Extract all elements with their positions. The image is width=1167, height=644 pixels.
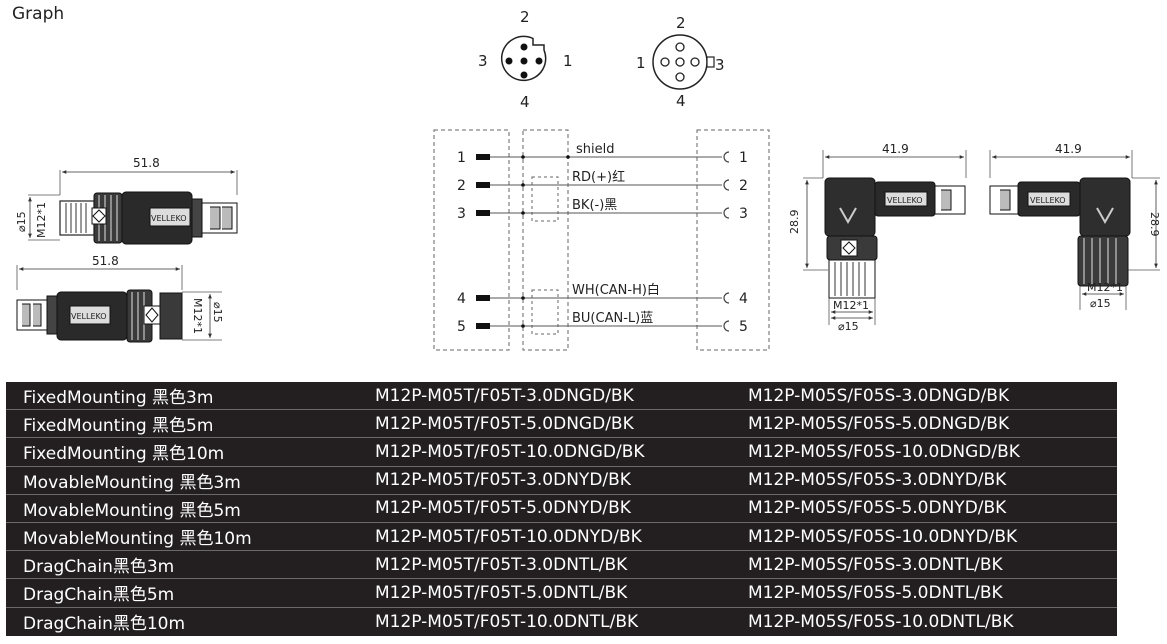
wiring-diagram	[433, 129, 770, 351]
table-row: FixedMounting 黑色3m M12P-M05T/F05T-3.0DNG…	[6, 382, 1117, 411]
angled-height-label-1: 28.9	[788, 210, 801, 235]
straight-connector-female: 51.8 M12*1 ⌀15 VELLEKO	[16, 254, 224, 343]
cell-male-part: M12P-M05T/F05T-3.0DNGD/BK	[375, 385, 634, 406]
straight-connector-male: 51.8 ⌀15 M12*1 VELLEKO	[15, 156, 238, 245]
male-pin-label-bottom: 4	[520, 93, 530, 111]
angled-thread-label-1: M12*1	[833, 299, 869, 312]
brand-label-2: VELLEKO	[71, 312, 107, 321]
wire-label-red: RD(+)红	[572, 169, 625, 185]
wire-label-black: BK(-)黑	[572, 198, 617, 213]
technical-drawing: 2 3 1 4 2 1 3 4	[15, 8, 1161, 351]
right-pin-3: 3	[739, 206, 748, 222]
cell-male-part: M12P-M05T/F05T-5.0DNYD/BK	[375, 498, 631, 519]
male-pin-diagram: 2 3 1 4	[478, 8, 573, 111]
cell-female-part: M12P-M05S/F05S-3.0DNGD/BK	[748, 385, 1010, 406]
cell-female-part: M12P-M05S/F05S-5.0DNTL/BK	[748, 582, 1003, 603]
wire-labels: shield RD(+)红 BK(-)黑 WH(CAN-H)白 BU(CAN-L…	[572, 142, 660, 326]
left-pin-4: 4	[457, 291, 466, 307]
wiring-right-sockets	[723, 151, 730, 332]
table-row: MovableMounting 黑色5m M12P-M05T/F05T-5.0D…	[6, 495, 1117, 523]
thread-label-2: M12*1	[191, 298, 204, 334]
table-row: DragChain黑色10m M12P-M05T/F05T-10.0DNTL/B…	[6, 608, 1117, 636]
brand-label-3: VELLEKO	[887, 196, 923, 205]
part-number-table: FixedMounting 黑色3m M12P-M05T/F05T-3.0DNG…	[6, 382, 1117, 636]
angled-connector-male: 41.9 28.9 VELLEKO M12*1 ⌀15	[788, 142, 967, 333]
cell-female-part: M12P-M05S/F05S-5.0DNYD/BK	[748, 498, 1007, 519]
table-row: FixedMounting 黑色5m M12P-M05T/F05T-5.0DNG…	[6, 410, 1117, 439]
wire-label-shield: shield	[576, 142, 615, 157]
straight-diameter-label-2: ⌀15	[211, 302, 224, 323]
cell-description: DragChain黑色10m	[23, 614, 186, 635]
cell-female-part: M12P-M05S/F05S-5.0DNGD/BK	[748, 413, 1010, 434]
angled-height-label-2: 28.9	[1148, 212, 1161, 237]
cell-female-part: M12P-M05S/F05S-3.0DNTL/BK	[748, 554, 1003, 575]
wiring-lines	[490, 156, 722, 327]
male-pin-label-left: 3	[478, 52, 488, 70]
left-pin-5: 5	[457, 319, 466, 335]
angled-connector-female: 41.9 28.9 VELLEKO M12*1 ⌀15	[989, 142, 1161, 310]
male-pin-label-right: 1	[563, 52, 573, 70]
table-row: DragChain黑色5m M12P-M05T/F05T-5.0DNTL/BK …	[6, 579, 1117, 608]
angled-length-label-1: 41.9	[882, 142, 909, 156]
cell-description: DragChain黑色5m	[23, 585, 175, 606]
table-row: DragChain黑色3m M12P-M05T/F05T-3.0DNTL/BK …	[6, 551, 1117, 580]
left-pin-1: 1	[457, 150, 466, 166]
straight-diameter-label-1: ⌀15	[15, 211, 28, 232]
cell-description: FixedMounting 黑色3m	[23, 388, 214, 409]
wire-label-white: WH(CAN-H)白	[572, 282, 660, 298]
cell-female-part: M12P-M05S/F05S-10.0DNGD/BK	[748, 441, 1020, 462]
angled-length-label-2: 41.9	[1055, 142, 1082, 156]
cell-female-part: M12P-M05S/F05S-3.0DNYD/BK	[748, 470, 1007, 491]
brand-label-1: VELLEKO	[151, 214, 187, 223]
cell-male-part: M12P-M05T/F05T-5.0DNTL/BK	[375, 582, 628, 603]
cell-male-part: M12P-M05T/F05T-5.0DNGD/BK	[375, 413, 634, 434]
right-pin-4: 4	[739, 291, 748, 307]
cell-male-part: M12P-M05T/F05T-3.0DNYD/BK	[375, 470, 631, 491]
angled-thread-label-2: M12*1	[1087, 281, 1123, 294]
cell-description: MovableMounting 黑色5m	[23, 500, 241, 521]
female-pin-diagram: 2 1 3 4	[636, 14, 725, 110]
female-pin-label-left: 1	[636, 54, 646, 72]
left-pin-3: 3	[457, 206, 466, 222]
angled-diameter-label-1: ⌀15	[838, 320, 859, 333]
wire-label-blue: BU(CAN-L)蓝	[572, 311, 653, 326]
right-pin-1: 1	[739, 150, 748, 166]
cell-male-part: M12P-M05T/F05T-10.0DNYD/BK	[375, 526, 642, 547]
female-pin-label-top: 2	[676, 14, 686, 32]
wiring-left-pins	[476, 154, 570, 329]
cell-female-part: M12P-M05S/F05S-10.0DNYD/BK	[748, 526, 1018, 547]
wiring-pin-numbers: 1 2 3 4 5 1 2 3 4 5	[457, 150, 748, 335]
straight-length-label-2: 51.8	[92, 254, 119, 268]
cell-description: DragChain黑色3m	[23, 557, 175, 578]
cell-description: MovableMounting 黑色10m	[23, 529, 252, 550]
male-pin-label-top: 2	[520, 8, 530, 26]
right-pin-2: 2	[739, 178, 748, 194]
table-row: MovableMounting 黑色10m M12P-M05T/F05T-10.…	[6, 523, 1117, 552]
female-pin-label-right: 3	[715, 56, 725, 74]
brand-label-4: VELLEKO	[1030, 196, 1066, 205]
cell-male-part: M12P-M05T/F05T-3.0DNTL/BK	[375, 554, 628, 575]
thread-label-1: M12*1	[35, 202, 48, 238]
left-pin-2: 2	[457, 178, 466, 194]
straight-length-label-1: 51.8	[133, 156, 160, 170]
angled-diameter-label-2: ⌀15	[1090, 297, 1111, 310]
cell-description: FixedMounting 黑色10m	[23, 444, 225, 465]
cell-male-part: M12P-M05T/F05T-10.0DNGD/BK	[375, 441, 645, 462]
cell-male-part: M12P-M05T/F05T-10.0DNTL/BK	[375, 611, 639, 632]
right-pin-5: 5	[739, 319, 748, 335]
table-row: FixedMounting 黑色10m M12P-M05T/F05T-10.0D…	[6, 438, 1117, 467]
cell-description: MovableMounting 黑色3m	[23, 472, 241, 493]
cell-female-part: M12P-M05S/F05S-10.0DNTL/BK	[748, 611, 1014, 632]
table-row: MovableMounting 黑色3m M12P-M05T/F05T-3.0D…	[6, 467, 1117, 495]
cell-description: FixedMounting 黑色5m	[23, 416, 214, 437]
page-title: Graph	[12, 4, 65, 24]
female-pin-label-bottom: 4	[676, 92, 686, 110]
